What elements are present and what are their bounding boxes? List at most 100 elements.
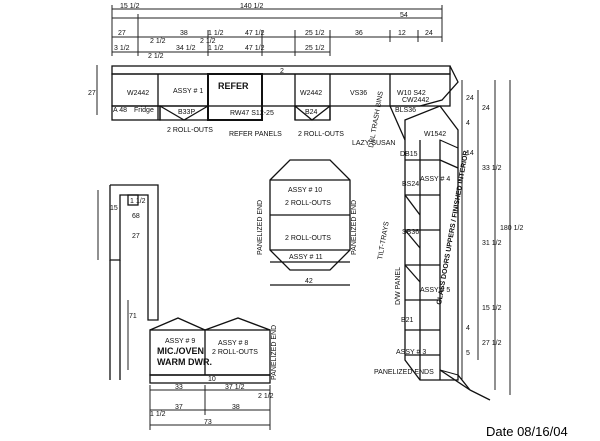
- dim-left-27: 27: [132, 233, 140, 240]
- cab-sb36: SB36: [402, 229, 419, 236]
- dim-2-1-2-lower: 2 1/2: [258, 393, 274, 400]
- dim-1-1-2-a: 1 1/2: [208, 30, 224, 37]
- date-label: Date 08/16/04: [486, 424, 568, 439]
- right-run-labels: W1542 DB15 BS24 SB36 B21 ASSY # 4 ASSY #…: [368, 90, 470, 376]
- top-cabinet-run: [111, 65, 459, 141]
- dim-15-1-2: 15 1/2: [120, 3, 140, 10]
- dim-right-top: 24: [466, 95, 474, 102]
- cab-vs36: VS36: [350, 90, 367, 97]
- cab-w1542: W1542: [424, 131, 446, 138]
- wall-dimension-labels: 2 27 24 24 33 1/2 14 31 1/2 15 1/2 27 1/…: [88, 68, 523, 357]
- cab-w2442-left: W2442: [127, 90, 149, 97]
- left-wing: [109, 184, 159, 380]
- island-rollouts-mid: 2 ROLL-OUTS: [285, 235, 331, 242]
- dim-25-1-2-a: 25 1/2: [305, 30, 325, 37]
- cab-b33p: B33P: [178, 109, 195, 116]
- lower-rollouts: 2 ROLL-OUTS: [212, 349, 258, 356]
- cab-rw47: RW47 S12-25: [230, 110, 274, 117]
- warm-drawer: WARM DWR.: [157, 357, 212, 367]
- dim-right-5: 5: [466, 350, 470, 357]
- dim-2-1-2-a: 2 1/2: [150, 38, 166, 45]
- lower-paneled-end: PANELIZED END: [271, 325, 278, 380]
- dimension-lines: [96, 5, 511, 430]
- tilt-trays: TILT-TRAYS: [377, 221, 391, 261]
- refer-panels: REFER PANELS: [229, 131, 282, 138]
- dim-37: 37: [175, 404, 183, 411]
- dim-left-15: 15: [110, 205, 118, 212]
- dim-top-wall: 2: [280, 68, 284, 75]
- assy-9: ASSY # 9: [165, 338, 195, 345]
- dim-47-1-2-b: 47 1/2: [245, 45, 265, 52]
- dim-1-1-2-lower: 1 1/2: [150, 411, 166, 418]
- dim-24: 24: [425, 30, 433, 37]
- dim-right-14: 14: [466, 150, 474, 157]
- dim-right-33-1-2: 33 1/2: [482, 165, 502, 172]
- cab-w2442-mid: W2442: [300, 90, 322, 97]
- roll-outs-2: 2 ROLL-OUTS: [298, 131, 344, 138]
- dim-1-1-2-b: 1 1/2: [208, 45, 224, 52]
- cab-db15: DB15: [400, 151, 418, 158]
- dim-73: 73: [204, 419, 212, 426]
- dim-left-68: 68: [132, 213, 140, 220]
- dim-34-1-2: 34 1/2: [176, 45, 196, 52]
- cab-bls36: BLS36: [395, 107, 416, 114]
- dim-right-4a: 4: [466, 120, 470, 127]
- dim-38-lower: 38: [232, 404, 240, 411]
- cab-cw2442: CW2442: [402, 97, 429, 104]
- dim-38: 38: [180, 30, 188, 37]
- dim-right-overall: 180 1/2: [500, 225, 523, 232]
- dim-25-1-2-b: 25 1/2: [305, 45, 325, 52]
- mic-oven: MIC./OVEN: [157, 346, 204, 356]
- dim-right-4b: 4: [466, 325, 470, 332]
- dim-island-width: 42: [305, 278, 313, 285]
- cab-a48: A 48: [113, 107, 127, 114]
- roll-outs-1: 2 ROLL-OUTS: [167, 127, 213, 134]
- right-cabinet-run: [404, 105, 491, 401]
- island-assy-11: ASSY # 11: [289, 254, 323, 261]
- dim-140-1-2: 140 1/2: [240, 3, 263, 10]
- glass-doors-note: GLASS DOORS UPPERS / FINISHED INTERIOR: [436, 150, 470, 305]
- assy-3: ASSY # 3: [396, 349, 426, 356]
- dim-right-31-1-2: 31 1/2: [482, 240, 502, 247]
- dim-33: 33: [175, 384, 183, 391]
- dim-2-1-2-b: 2 1/2: [200, 38, 216, 45]
- dim-left-height: 27: [88, 90, 96, 97]
- dim-right-inner: 24: [482, 105, 490, 112]
- lower-left-cabinets: [149, 317, 271, 384]
- island-rollouts-top: 2 ROLL-OUTS: [285, 200, 331, 207]
- top-dimension-labels: 15 1/2 140 1/2 54 27 38 1 1/2 47 1/2 25 …: [114, 3, 433, 60]
- assy-5: ASSY # 5: [420, 287, 450, 294]
- dim-12: 12: [398, 30, 406, 37]
- island-assy-10: ASSY # 10: [288, 187, 322, 194]
- island-right-end: PANELIZED END: [351, 200, 358, 255]
- base-mark: 10: [208, 376, 216, 383]
- paneled-ends-right: PANELIZED ENDS: [374, 369, 434, 376]
- assy-8: ASSY # 8: [218, 340, 248, 347]
- dim-27: 27: [118, 30, 126, 37]
- lower-left-labels: ASSY # 9 MIC./OVEN WARM DWR. ASSY # 8 2 …: [150, 325, 278, 426]
- dim-left-1-1-2: 1 1/2: [130, 198, 146, 205]
- island-labels: ASSY # 10 2 ROLL-OUTS 2 ROLL-OUTS ASSY #…: [257, 187, 358, 261]
- cab-b21: B21: [401, 317, 414, 324]
- island: [269, 159, 351, 286]
- cab-bs24: BS24: [402, 181, 419, 188]
- dim-right-27-1-2: 27 1/2: [482, 340, 502, 347]
- dim-2-1-2-c: 2 1/2: [148, 53, 164, 60]
- lazy-susan: LAZY SUSAN: [352, 140, 395, 147]
- dim-37-1-2: 37 1/2: [225, 384, 245, 391]
- dim-3-1-2: 3 1/2: [114, 45, 130, 52]
- dw-panel: D/W PANEL: [395, 267, 402, 305]
- cab-w10s42: W10 S42: [397, 90, 426, 97]
- island-left-end: PANELIZED END: [257, 200, 264, 255]
- cab-refer: REFER: [218, 81, 249, 91]
- dim-left-71: 71: [129, 313, 137, 320]
- dim-54: 54: [400, 12, 408, 19]
- cab-assy-1: ASSY # 1: [173, 88, 203, 95]
- cab-b24: B24: [305, 109, 318, 116]
- cab-fridge: Fridge: [134, 107, 154, 114]
- dim-right-15-1-2: 15 1/2: [482, 305, 502, 312]
- dim-47-1-2-a: 47 1/2: [245, 30, 265, 37]
- dim-36: 36: [355, 30, 363, 37]
- assy-4: ASSY # 4: [420, 176, 450, 183]
